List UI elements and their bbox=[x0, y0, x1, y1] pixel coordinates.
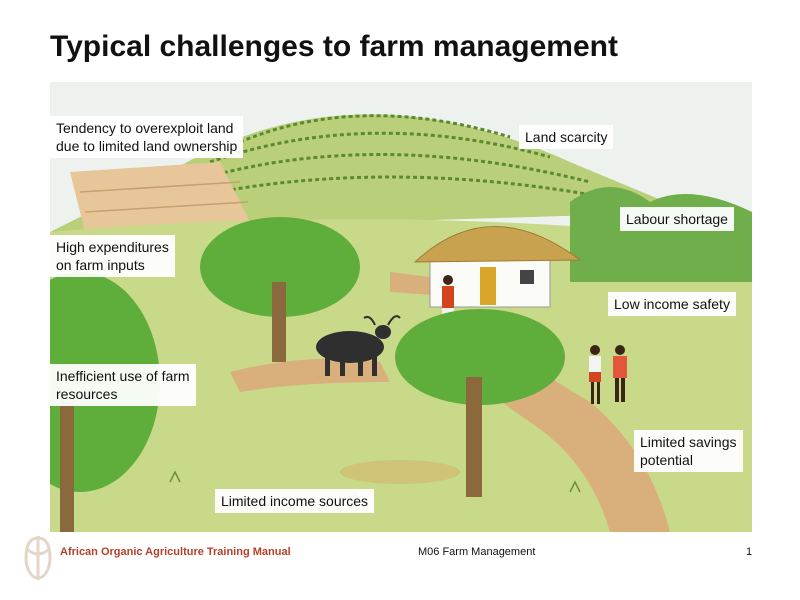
callout-inefficient-resources: Inefficient use of farm resources bbox=[50, 364, 196, 406]
slide-title: Typical challenges to farm management bbox=[50, 30, 618, 63]
callout-high-expenditures: High expenditures on farm inputs bbox=[50, 235, 175, 277]
thatched-hut bbox=[413, 226, 582, 308]
footer-module: M06 Farm Management bbox=[418, 546, 536, 558]
banana-grove bbox=[570, 187, 752, 282]
callout-overexploit-land: Tendency to overexploit land due to limi… bbox=[50, 116, 244, 158]
callout-limited-savings: Limited savings potential bbox=[634, 430, 743, 472]
tree-left bbox=[200, 217, 360, 317]
callout-limited-income-sources: Limited income sources bbox=[215, 489, 375, 513]
page-number: 1 bbox=[746, 546, 753, 558]
callout-low-income-safety: Low income safety bbox=[608, 292, 736, 316]
callout-labour-shortage: Labour shortage bbox=[620, 207, 734, 231]
walking-couple bbox=[589, 345, 627, 404]
ox bbox=[316, 315, 401, 376]
callout-land-scarcity: Land scarcity bbox=[519, 125, 614, 149]
footer-manual-title: African Organic Agriculture Training Man… bbox=[60, 546, 291, 558]
manual-logo-icon bbox=[22, 534, 54, 587]
tree-center bbox=[395, 309, 565, 405]
